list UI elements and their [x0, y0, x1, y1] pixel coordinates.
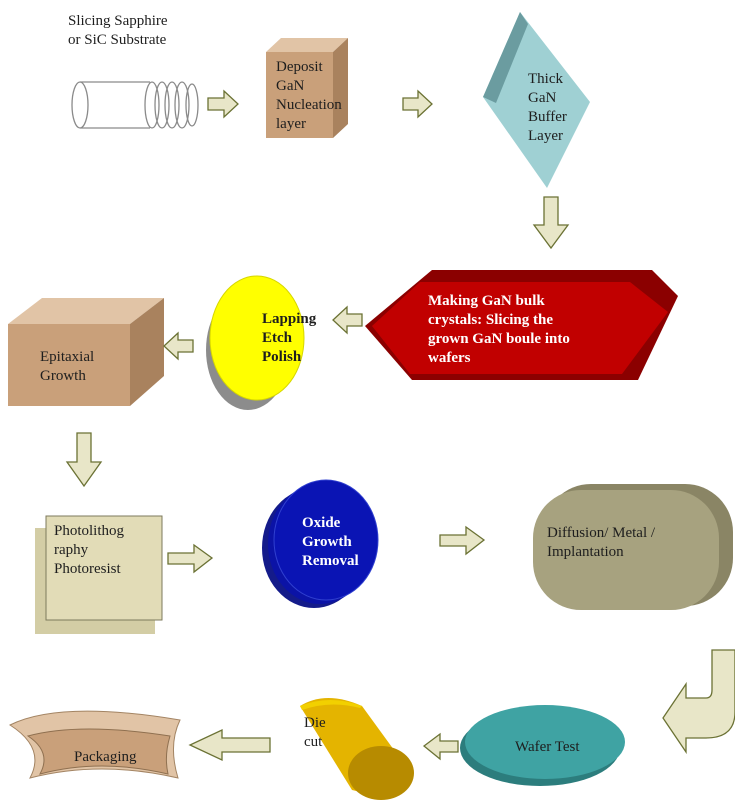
- arrow-left-4: [188, 728, 271, 762]
- arrow-right-1: [207, 89, 239, 119]
- arrow-left-2: [163, 331, 194, 361]
- lapping-disc: [206, 275, 305, 410]
- step-photolithography-label: Photolithog raphy Photoresist: [54, 523, 125, 577]
- epitaxial-cube: [8, 298, 164, 406]
- step-die-cut-label: Die cut: [304, 715, 326, 750]
- bulk-crystal-hexagon: [365, 270, 678, 380]
- step-substrate-label: Slicing Sapphire or SiC Substrate: [68, 13, 168, 48]
- step-lapping-label: Lapping Etch Polish: [262, 311, 317, 365]
- step-diffusion-label: Diffusion/ Metal / Implantation: [547, 525, 656, 560]
- step-oxide-label: Oxide Growth Removal: [302, 515, 359, 569]
- nucleation-cube: [266, 38, 348, 138]
- block-arrows: [65, 89, 570, 762]
- buffer-rhombus: [483, 12, 590, 188]
- arrow-down-1: [532, 196, 570, 250]
- curved-arrow-down-left: [662, 649, 735, 755]
- step-packaging-label: Packaging: [74, 749, 137, 765]
- arrow-right-3: [167, 543, 214, 574]
- die-cut-cylinder: [300, 698, 414, 800]
- step-nucleation-label: Deposit GaN Nucleation layer: [276, 59, 342, 132]
- substrate-slices-shape: [71, 81, 199, 129]
- arrow-left-1: [332, 305, 363, 335]
- arrow-left-3: [422, 732, 459, 761]
- diffusion-capsule: [533, 484, 733, 610]
- step-bulk-label: Making GaN bulk crystals: Slicing the gr…: [428, 293, 570, 366]
- photolithography-box: [35, 515, 163, 634]
- step-buffer-label: Thick GaN Buffer Layer: [528, 71, 567, 144]
- arrow-right-4: [439, 525, 486, 556]
- step-epitaxial-label: Epitaxial Growth: [40, 349, 95, 384]
- packaging-pillow: [8, 710, 181, 779]
- oxide-stacked-disc: [262, 479, 379, 608]
- wafer-test-disc: [460, 705, 625, 786]
- arrow-right-2: [402, 89, 433, 119]
- step-wafer-test-label: Wafer Test: [515, 739, 580, 755]
- arrow-down-2: [65, 432, 103, 488]
